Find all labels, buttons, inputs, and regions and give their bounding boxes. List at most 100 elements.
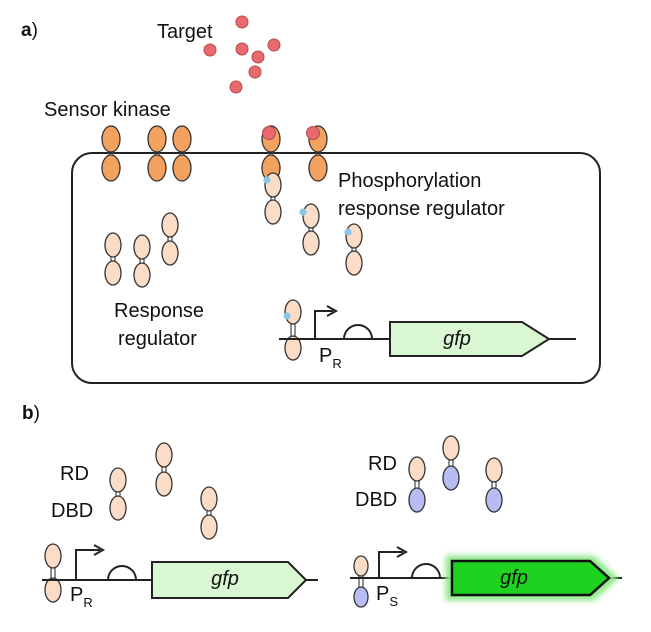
dna-binding-domain bbox=[264, 199, 282, 225]
dna-binding-domain bbox=[44, 577, 62, 603]
response-regulators-b bbox=[44, 435, 503, 608]
target-molecule bbox=[251, 50, 265, 64]
response-regulator bbox=[200, 486, 218, 540]
regulatory-domain bbox=[172, 125, 192, 153]
response-regulator-label-line2: regulator bbox=[118, 328, 197, 350]
bound-target bbox=[262, 126, 276, 140]
gene-construct-a: gfp PR bbox=[279, 305, 576, 371]
rbs-mark bbox=[343, 324, 373, 340]
dna-binding-domain bbox=[302, 230, 320, 256]
response-regulator bbox=[161, 212, 179, 266]
gfp-label: gfp bbox=[211, 568, 239, 590]
gfp-gene-arrow bbox=[151, 561, 308, 599]
panel-b-label: b) bbox=[22, 403, 40, 424]
regulatory-domain bbox=[109, 467, 127, 493]
dna-binding-domain bbox=[109, 495, 127, 521]
dna-binding-domain bbox=[161, 240, 179, 266]
dna-binding-domain bbox=[408, 487, 426, 513]
panel-b: b) RD DBD RD DBD gfp PR gfp PS bbox=[22, 403, 622, 610]
gene-construct-b-right: gfp PS bbox=[350, 546, 622, 609]
regulatory-domain bbox=[442, 435, 460, 461]
sensor-kinase bbox=[308, 125, 328, 182]
regulatory-domain bbox=[353, 555, 369, 577]
phosphate-group bbox=[283, 312, 291, 320]
rd-label-left: RD bbox=[60, 463, 89, 485]
regulatory-domain bbox=[345, 223, 363, 249]
target-molecule bbox=[248, 65, 262, 79]
bound-chimeric-response-regulator bbox=[353, 555, 369, 608]
promoter-arrow bbox=[314, 310, 333, 339]
regulatory-domain bbox=[44, 543, 62, 569]
dna-binding-domain bbox=[442, 465, 460, 491]
dna-binding-domain bbox=[172, 154, 192, 182]
promoter-arrowhead bbox=[396, 546, 409, 558]
gfp-label: gfp bbox=[500, 567, 528, 589]
phosphate-group bbox=[263, 176, 271, 184]
regulatory-domain bbox=[284, 299, 302, 325]
regulatory-domain bbox=[104, 232, 122, 258]
promoter-label: PR bbox=[70, 584, 93, 610]
regulatory-domain bbox=[147, 125, 167, 153]
response-regulator bbox=[133, 234, 151, 288]
phosphorylation-label-line1: Phosphorylation bbox=[338, 170, 481, 192]
gfp-label: gfp bbox=[443, 328, 471, 350]
regulatory-domain bbox=[485, 457, 503, 483]
panel-a: a) Target Sensor kinase Phosphorylation … bbox=[21, 15, 601, 384]
dna-binding-domain bbox=[133, 262, 151, 288]
response-regulators-a bbox=[104, 172, 363, 361]
target-molecule bbox=[203, 43, 217, 57]
bound-target bbox=[306, 126, 320, 140]
bound-response-regulator bbox=[44, 543, 62, 603]
promoter-arrowhead bbox=[93, 544, 106, 556]
chimeric-response-regulator bbox=[442, 435, 460, 491]
promoter-label: PS bbox=[376, 583, 398, 609]
regulatory-domain bbox=[155, 442, 173, 468]
response-regulator-label-line1: Response bbox=[114, 300, 204, 322]
promoter-arrowhead bbox=[326, 305, 339, 317]
response-regulator bbox=[155, 442, 173, 497]
target-molecule bbox=[235, 15, 249, 29]
gfp-gene-arrow bbox=[450, 559, 611, 597]
chimeric-response-regulator bbox=[485, 457, 503, 513]
rd-label-right: RD bbox=[368, 453, 397, 475]
target-molecule bbox=[229, 80, 243, 94]
regulatory-domain bbox=[133, 234, 151, 260]
dna-binding-domain bbox=[308, 154, 328, 182]
dna-binding-domain bbox=[104, 260, 122, 286]
dna-binding-domain bbox=[147, 154, 167, 182]
regulatory-domain bbox=[408, 456, 426, 482]
rbs-mark bbox=[411, 563, 441, 579]
dna-binding-domain bbox=[345, 250, 363, 276]
phosphorylation-label-line2: response regulator bbox=[338, 198, 505, 220]
dna-binding-domain bbox=[485, 487, 503, 513]
dna-binding-domain bbox=[101, 154, 121, 182]
gfp-gene-arrow bbox=[389, 321, 551, 357]
cell-membrane bbox=[71, 152, 601, 384]
target-molecule bbox=[235, 42, 249, 56]
sensor-kinase-label: Sensor kinase bbox=[44, 99, 171, 121]
dna-binding-domain bbox=[284, 335, 302, 361]
sensor-kinase bbox=[101, 125, 121, 182]
dna-binding-domain bbox=[155, 471, 173, 497]
phosphate-group bbox=[344, 228, 352, 236]
chimeric-response-regulator bbox=[408, 456, 426, 513]
gene-construct-b-left: gfp PR bbox=[42, 544, 318, 610]
regulatory-domain bbox=[101, 125, 121, 153]
target-molecules bbox=[203, 15, 281, 94]
regulatory-domain bbox=[200, 486, 218, 512]
phosphorylated-response-regulator bbox=[302, 203, 320, 256]
regulatory-domain bbox=[302, 203, 320, 229]
dna-binding-domain bbox=[200, 514, 218, 540]
response-regulator bbox=[109, 467, 127, 521]
sensor-kinases bbox=[101, 125, 328, 182]
sensor-kinase bbox=[147, 125, 167, 182]
bound-response-regulator bbox=[284, 299, 302, 361]
dbd-label-left: DBD bbox=[51, 500, 93, 522]
panel-a-label: a) bbox=[21, 20, 38, 41]
target-label: Target bbox=[157, 21, 213, 43]
phosphate-group bbox=[299, 208, 307, 216]
sensor-kinase bbox=[172, 125, 192, 182]
promoter-arrow bbox=[75, 549, 100, 580]
promoter-label: PR bbox=[319, 345, 342, 371]
